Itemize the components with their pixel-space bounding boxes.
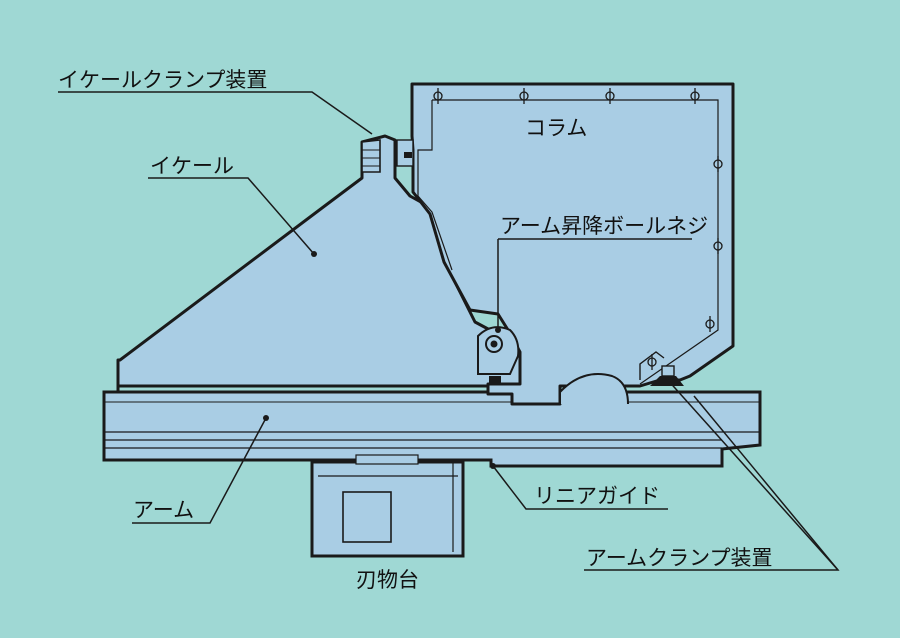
arm-screw-label: アーム昇降ボールネジ — [500, 214, 709, 238]
arm-clamp-label: アームクランプ装置 — [586, 546, 773, 570]
leader-dots — [263, 251, 501, 469]
knife-table-shape — [310, 460, 465, 558]
knife-table-label: 刃物台 — [356, 568, 419, 592]
ball-screw-nut — [477, 326, 520, 384]
arm-clamp-device — [650, 365, 684, 386]
linear-guide-label: リニアガイド — [534, 484, 660, 508]
leader-lines — [58, 91, 840, 571]
arm-shape — [102, 390, 762, 468]
ikeru-clamp-label: イケールクランプ装置 — [58, 68, 268, 92]
column-bolts — [433, 88, 723, 370]
column-shape — [410, 82, 735, 406]
arm-label: アーム — [133, 498, 195, 522]
column-label: コラム — [525, 116, 588, 140]
ikeru-label: イケール — [150, 154, 234, 178]
ikeru-clamp-device — [361, 139, 414, 173]
